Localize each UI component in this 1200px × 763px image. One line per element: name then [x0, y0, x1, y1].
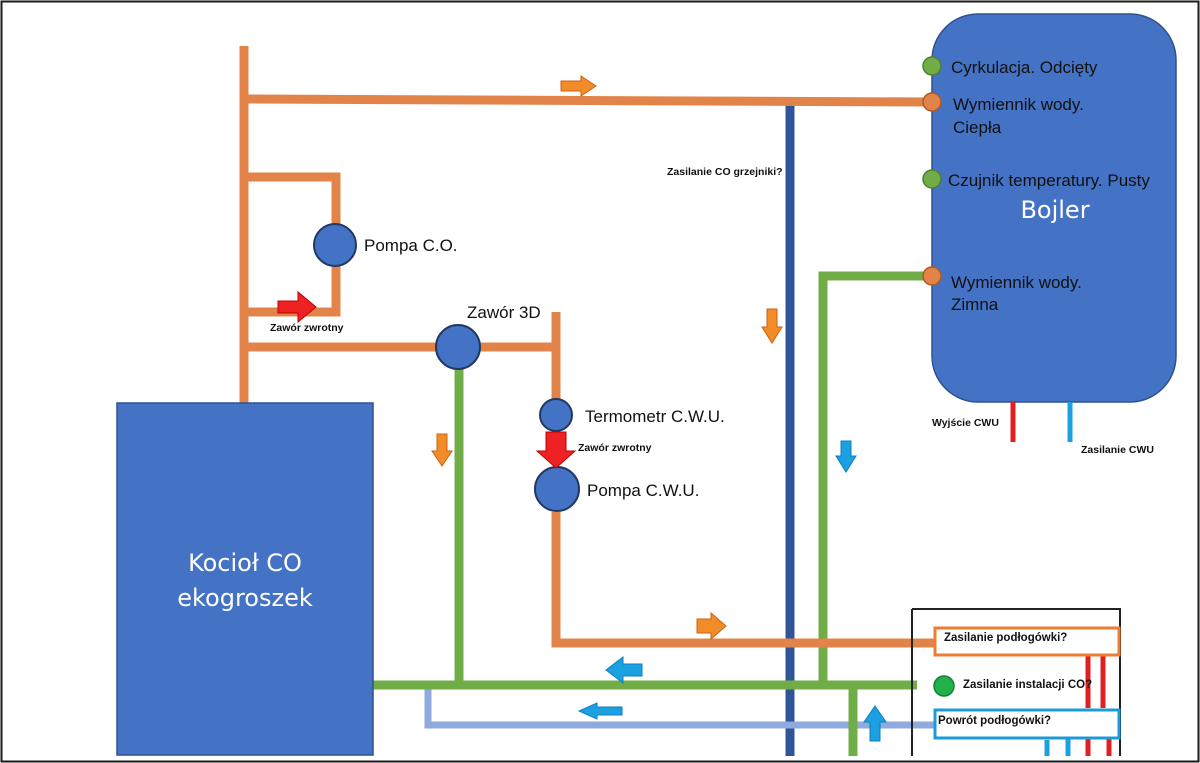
label-zasilanie-podlogowki: Zasilanie podłogówki?	[944, 632, 1067, 644]
boiler-label-line1: Kocioł CO	[188, 549, 302, 577]
label-wymiennik-zimna-1: Wymiennik wody.	[951, 273, 1082, 292]
label-wyjscie-cwu: Wyjście CWU	[932, 417, 999, 429]
flow-arrow-return-left-blue	[577, 702, 623, 720]
pompa-cwu-node	[534, 466, 580, 512]
label-zasilanie-co-grzejniki: Zasilanie CO grzejniki?	[667, 166, 783, 178]
pipe-light-blue-return	[424, 688, 935, 729]
manifold-red-tubes	[1085, 655, 1112, 756]
czujnik-port-node	[922, 169, 942, 189]
flow-arrow-green-down-blue	[835, 440, 857, 473]
label-pompa-co: Pompa C.O.	[364, 236, 458, 255]
orange-pipes	[239, 46, 935, 648]
flow-arrow-green-left-blue	[605, 655, 643, 685]
flow-arrow-riser-down-orange	[761, 308, 783, 344]
flow-arrow-top-right-orange	[560, 75, 597, 97]
label-zawor-zwrotny-1: Zawór zwrotny	[270, 322, 344, 334]
label-zawor-zwrotny-2: Zawór zwrotny	[578, 442, 652, 454]
label-wymiennik-ciepla-1: Wymiennik wody.	[953, 95, 1084, 114]
zawor-zwrotny-2-arrow	[535, 431, 577, 469]
label-termometr-cwu: Termometr C.W.U.	[585, 407, 725, 426]
bojler-title: Bojler	[1020, 196, 1089, 224]
manifold-outline	[912, 608, 1121, 756]
bojler-tank	[931, 13, 1177, 403]
label-powrot-podlogowki: Powrót podłogówki?	[938, 715, 1051, 727]
label-wymiennik-zimna-2: Zimna	[951, 295, 999, 314]
label-zasilanie-cwu: Zasilanie CWU	[1081, 444, 1154, 456]
boiler-kociol	[116, 402, 374, 756]
zawor-zwrotny-1-arrow	[277, 290, 317, 324]
zawor-3d-node	[435, 324, 481, 370]
flow-arrow-bottom-right-orange	[696, 611, 727, 641]
label-zawor-3d: Zawór 3D	[467, 303, 541, 322]
box-zasilanie-podlogowki	[933, 626, 1121, 657]
zasilanie-instalacji-node	[933, 675, 955, 697]
label-zasilanie-instalacji: Zasilanie instalacji CO?	[963, 679, 1092, 691]
label-wymiennik-ciepla-2: Ciepła	[953, 118, 1002, 137]
green-pipes	[372, 271, 932, 756]
wymiennik-ciepla-port-node	[922, 92, 942, 112]
box-powrot-podlogowki	[933, 708, 1121, 740]
label-pompa-cwu: Pompa C.W.U.	[587, 481, 699, 500]
label-czujnik: Czujnik temperatury. Pusty	[948, 171, 1150, 190]
label-cyrkulacja: Cyrkulacja. Odcięty	[951, 58, 1098, 77]
wymiennik-zimna-port-node	[922, 266, 942, 286]
flow-arrow-up-blue	[863, 705, 887, 742]
boiler-label-line2: ekogroszek	[177, 584, 313, 612]
flow-arrow-left-down-orange	[431, 433, 453, 467]
cyrkulacja-port-node	[922, 56, 942, 76]
pompa-co-node	[313, 223, 357, 267]
termometr-cwu-node	[539, 398, 573, 432]
